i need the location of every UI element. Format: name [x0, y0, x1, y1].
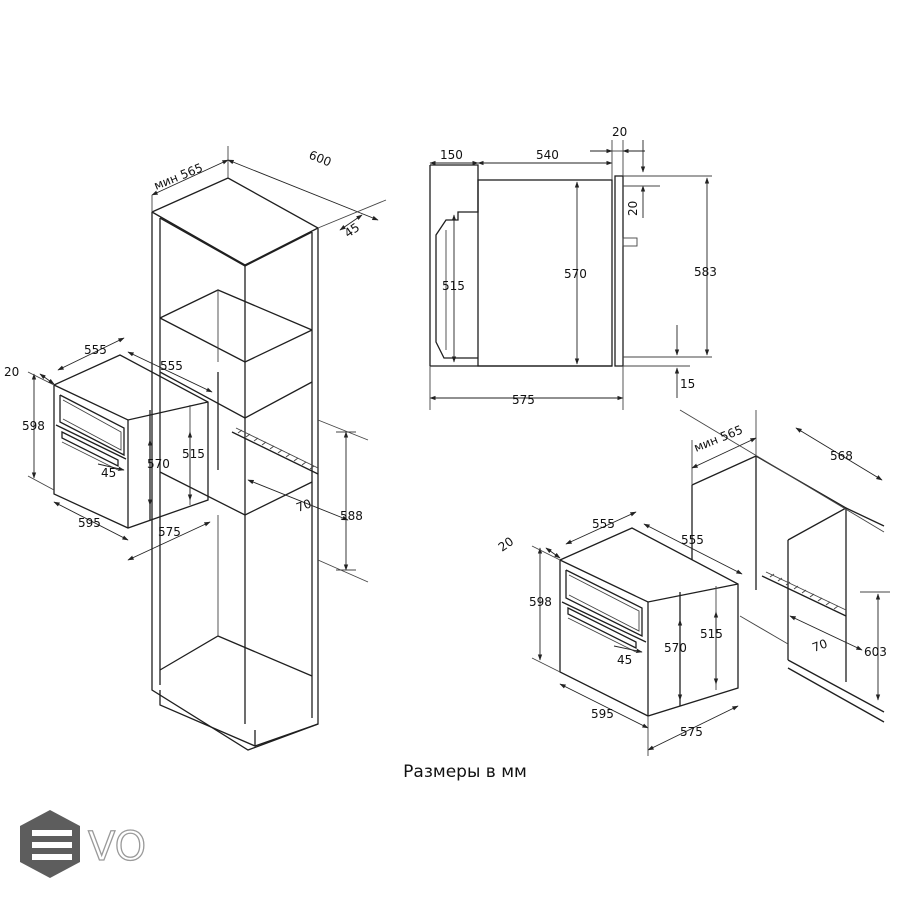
oven-right-height-label: 598	[529, 595, 552, 609]
oven-right-depth-label: 20	[496, 534, 517, 554]
oven-right-drawing: 20 555 555 598 570 515 45 595 575	[496, 511, 743, 756]
side-body-depth-label: 540	[536, 148, 559, 162]
side-door-depth-label: 150	[440, 148, 463, 162]
oven-right-inner-height-label: 570	[664, 641, 687, 655]
oven-left-depth-label: 20	[4, 365, 19, 379]
oven-left-handle-label: 45	[101, 466, 116, 480]
tall-gap-label: 45	[342, 220, 363, 240]
hexagon-e-logo-icon	[20, 810, 80, 878]
dimensions-caption: Размеры в мм	[403, 762, 527, 782]
undercounter-cabinet-drawing: мин 565 568 70 603	[679, 409, 890, 723]
side-niche-height-label: 583	[694, 265, 717, 279]
oven-right-body-depth-label: 575	[680, 725, 703, 739]
oven-left-height-label: 598	[22, 419, 45, 433]
tall-depth-label: 600	[307, 148, 333, 170]
oven-left-front-width-label: 595	[78, 516, 101, 530]
oven-right-depth-top-label: 555	[681, 533, 704, 547]
tall-vent-depth-label: 70	[294, 496, 313, 514]
side-body-height-label: 570	[564, 267, 587, 281]
side-door-height-label: 515	[442, 279, 465, 293]
side-total-depth-label: 575	[512, 393, 535, 407]
oven-left-width-top-label: 555	[84, 343, 107, 357]
oven-left-drawing: 20 555 555 598 570 515 45 595 575	[4, 337, 213, 561]
evo-logo: VO	[20, 810, 147, 878]
oven-right-body-height-label: 515	[700, 627, 723, 641]
oven-left-body-depth-label: 575	[158, 525, 181, 539]
oven-right-front-width-label: 595	[591, 707, 614, 721]
oven-left-depth-top-label: 555	[160, 359, 183, 373]
side-top-gap-label: 20	[626, 201, 640, 216]
side-door-gap-label: 20	[612, 125, 627, 139]
undercounter-height-label: 603	[864, 645, 887, 659]
side-bottom-gap-label: 15	[680, 377, 695, 391]
undercounter-vent-label: 70	[810, 636, 829, 654]
tall-min-width-label: мин 565	[152, 161, 205, 193]
oven-right-width-top-label: 555	[592, 517, 615, 531]
side-view-drawing: 20 150 540 20 515 570 583 15 575	[429, 125, 717, 410]
oven-left-inner-height-label: 570	[147, 457, 170, 471]
undercounter-min-width-label: мин 565	[692, 423, 745, 455]
oven-right-handle-label: 45	[617, 653, 632, 667]
undercounter-depth-label: 568	[830, 449, 853, 463]
tall-niche-height-label: 588	[340, 509, 363, 523]
logo-text: VO	[88, 824, 146, 870]
oven-left-body-height-label: 515	[182, 447, 205, 461]
